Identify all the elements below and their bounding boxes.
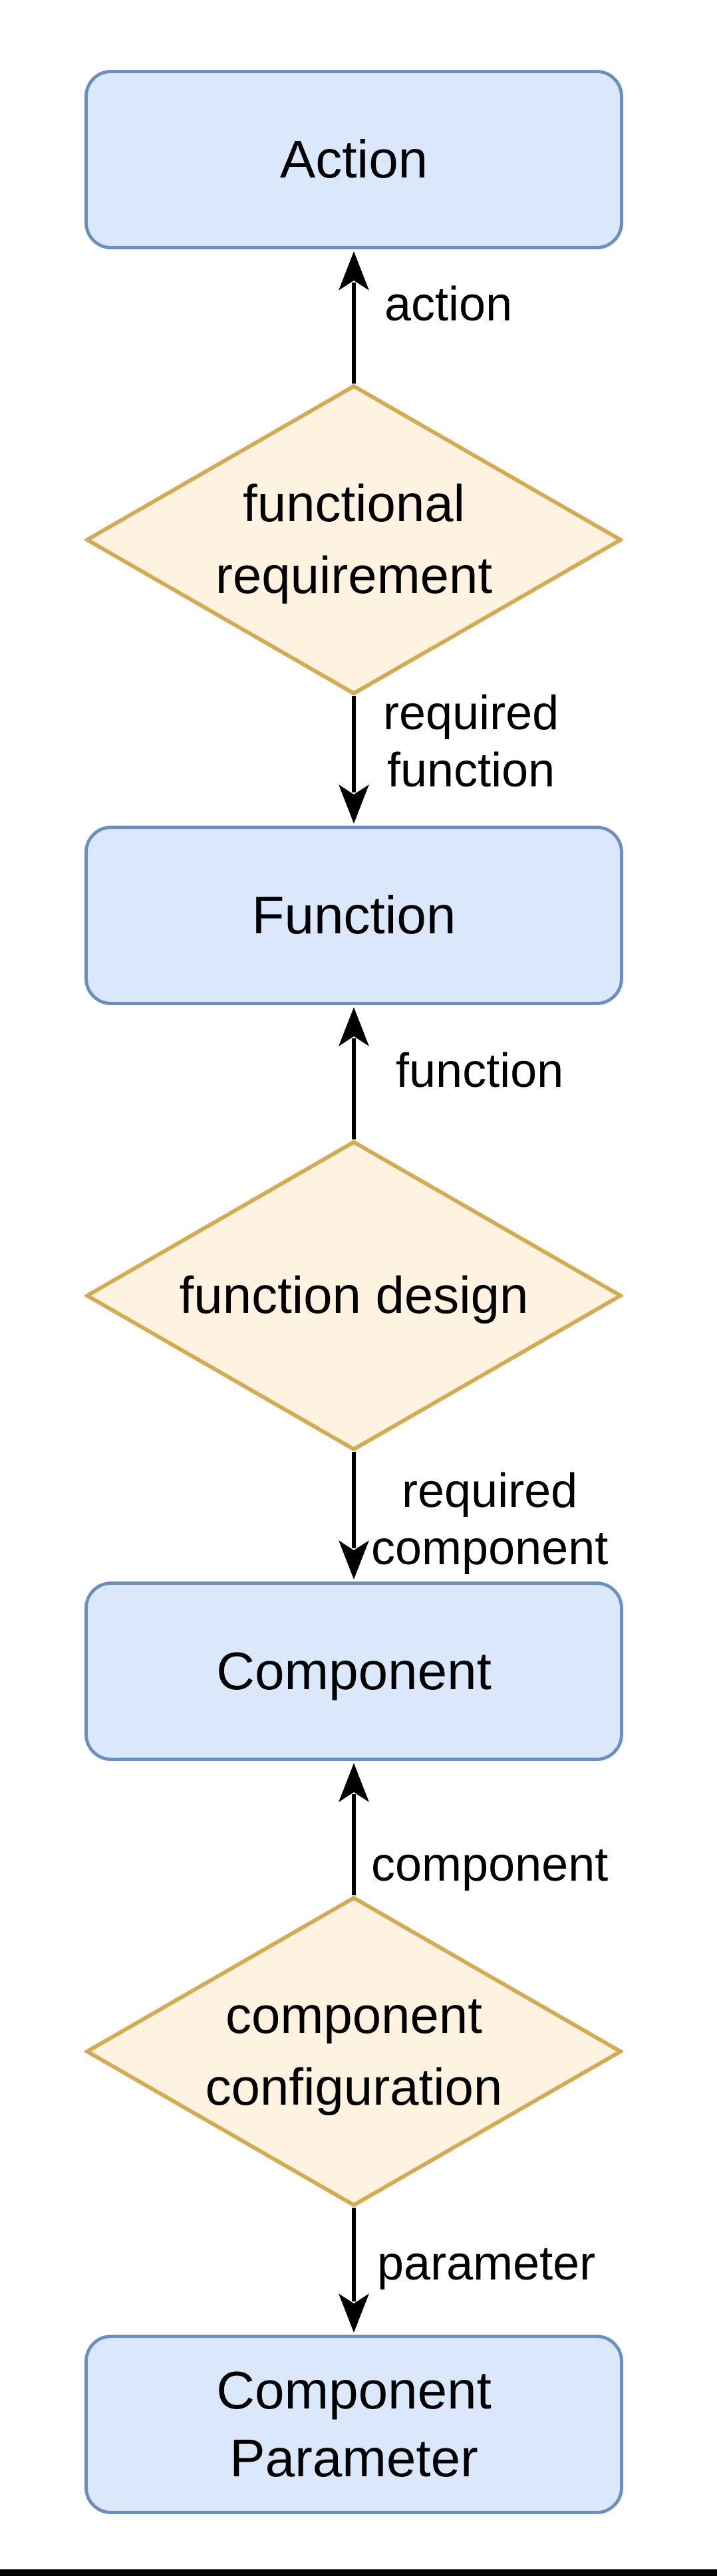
edge-arrowhead <box>339 2293 369 2333</box>
edge-arrowhead <box>339 1540 369 1580</box>
edge-arrowhead <box>339 1007 369 1046</box>
node-component-parameter: Component Parameter <box>84 2335 623 2514</box>
edge-label-action: action <box>384 278 513 331</box>
node-function-label: Function <box>251 885 456 945</box>
node-action: Action <box>84 70 623 249</box>
diamond-shape <box>84 1139 623 1452</box>
edge-label-parameter: parameter <box>377 2237 596 2290</box>
edge-arrow-component <box>339 1763 369 1895</box>
edge-arrowhead <box>339 1763 369 1802</box>
node-function: Function <box>84 826 623 1005</box>
node-functional-requirement: functional requirement <box>84 384 623 696</box>
node-function-design: function design <box>84 1139 623 1452</box>
edge-arrow-required-function <box>339 696 369 824</box>
edge-arrow-function <box>339 1007 369 1139</box>
diamond-outline <box>84 384 623 696</box>
diamond-outline <box>84 1895 623 2208</box>
node-functional-requirement-label: functional requirement <box>215 474 493 604</box>
diamond-shape <box>84 1895 623 2208</box>
node-component: Component <box>84 1581 623 1761</box>
edge-label-component: component <box>371 1838 609 1891</box>
edge-arrow-action <box>339 251 369 384</box>
diamond-outline <box>84 1139 623 1452</box>
edge-label-required-function: required function <box>383 687 559 798</box>
edge-label-function: function <box>396 1044 564 1098</box>
node-action-label: Action <box>279 129 428 189</box>
edge-arrowhead <box>339 251 369 291</box>
diamond-shape <box>84 384 623 696</box>
edge-label-required-component: required component <box>371 1464 609 1576</box>
edge-arrow-parameter <box>339 2208 369 2333</box>
edge-arrow-required-component <box>339 1452 369 1580</box>
node-component-configuration: component configuration <box>84 1895 623 2208</box>
edge-arrowhead <box>339 784 369 824</box>
node-component-label: Component <box>216 1641 492 1700</box>
node-component-parameter-label: Component Parameter <box>216 2360 492 2488</box>
node-function-design-label: function design <box>179 1266 529 1325</box>
footer-bar <box>0 2569 717 2576</box>
node-component-configuration-label: component configuration <box>205 1986 503 2116</box>
